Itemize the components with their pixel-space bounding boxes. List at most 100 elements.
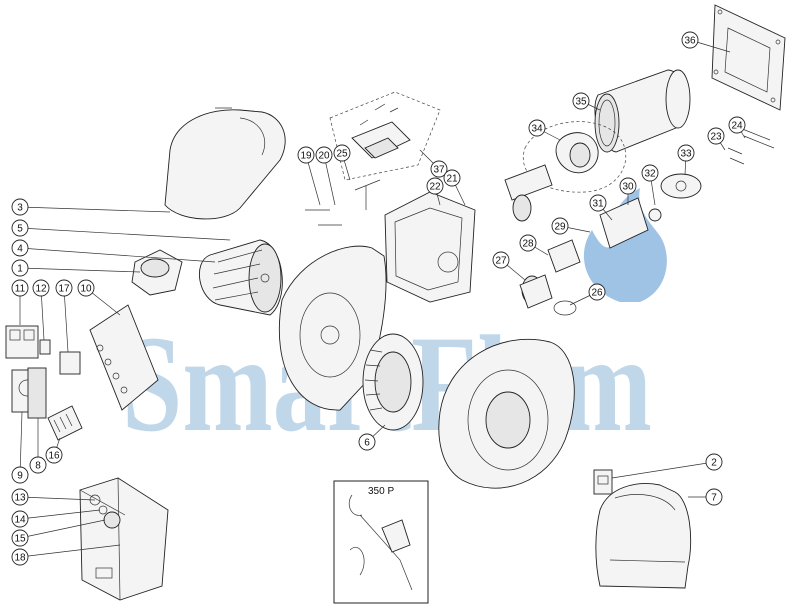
callout-leader-line bbox=[19, 509, 101, 520]
callout-leader-line bbox=[323, 154, 336, 206]
callout-leader-line bbox=[19, 267, 141, 273]
callout-number: 25 bbox=[336, 149, 348, 160]
air-intake-box bbox=[384, 191, 476, 303]
callout-number: 26 bbox=[591, 288, 603, 299]
callout-circle bbox=[430, 160, 448, 178]
callout-circle bbox=[588, 283, 606, 301]
gas-pipes-and-rods bbox=[305, 127, 775, 316]
callout-circle bbox=[29, 456, 47, 474]
callout-circle bbox=[681, 31, 699, 49]
callout-3: 3 bbox=[11, 198, 171, 216]
callout-number: 4 bbox=[17, 244, 23, 255]
callout-circle bbox=[519, 234, 537, 252]
callout-25: 25 bbox=[333, 144, 351, 181]
control-module bbox=[59, 351, 81, 375]
callout-32: 32 bbox=[641, 164, 659, 206]
blast-tube bbox=[594, 69, 691, 153]
callout-8: 8 bbox=[29, 418, 47, 474]
callout-circle bbox=[443, 169, 461, 187]
callout-22: 22 bbox=[426, 177, 444, 206]
callout-number: 6 bbox=[364, 438, 370, 449]
callout-5: 5 bbox=[11, 219, 231, 241]
callout-11: 11 bbox=[11, 279, 29, 325]
callout-circle bbox=[589, 194, 607, 212]
callout-number: 2 bbox=[711, 458, 717, 469]
callout-31: 31 bbox=[589, 194, 613, 221]
callout-number: 30 bbox=[622, 182, 634, 193]
callout-circle bbox=[77, 279, 95, 297]
rear-hood bbox=[595, 483, 692, 589]
callout-26: 26 bbox=[569, 283, 606, 306]
callout-17: 17 bbox=[55, 279, 73, 353]
callout-number: 21 bbox=[446, 174, 458, 185]
callout-33: 33 bbox=[677, 144, 695, 176]
control-board-group bbox=[329, 91, 441, 181]
callout-20: 20 bbox=[315, 146, 336, 206]
callout-6: 6 bbox=[358, 424, 386, 451]
callout-35: 35 bbox=[572, 92, 601, 111]
callout-circle bbox=[11, 529, 29, 547]
callout-4: 4 bbox=[11, 239, 216, 263]
callout-circle bbox=[728, 116, 746, 134]
callout-number: 1 bbox=[17, 264, 23, 275]
callout-number: 11 bbox=[15, 284, 26, 295]
callout-circle bbox=[11, 466, 29, 484]
callout-leader-line bbox=[19, 519, 106, 539]
callout-circle bbox=[619, 177, 637, 195]
callout-circle bbox=[32, 279, 50, 297]
callout-number: 17 bbox=[58, 284, 70, 295]
callout-21: 21 bbox=[443, 169, 466, 206]
callout-circle bbox=[705, 453, 723, 471]
callout-16: 16 bbox=[45, 437, 63, 464]
callout-leader-line bbox=[40, 287, 45, 341]
callout-leader-line bbox=[19, 411, 23, 476]
callout-28: 28 bbox=[519, 234, 549, 256]
callout-number: 3 bbox=[17, 203, 23, 214]
callout-circle bbox=[11, 488, 29, 506]
callout-circle bbox=[572, 92, 590, 110]
callout-circle bbox=[45, 446, 63, 464]
callout-circle bbox=[11, 259, 29, 277]
callout-27: 27 bbox=[492, 251, 526, 281]
callout-number: 24 bbox=[731, 121, 743, 132]
callout-leader-line bbox=[19, 206, 171, 213]
callout-circle bbox=[551, 217, 569, 235]
callout-19: 19 bbox=[297, 146, 321, 206]
callout-circle bbox=[11, 239, 29, 257]
callout-number: 33 bbox=[680, 149, 692, 160]
callout-circle bbox=[11, 279, 29, 297]
callout-10: 10 bbox=[77, 279, 121, 316]
callout-13: 13 bbox=[11, 488, 96, 506]
callout-37: 37 bbox=[419, 149, 448, 178]
callout-number: 32 bbox=[644, 169, 656, 180]
detail-inset-350p: 350 P bbox=[333, 480, 429, 604]
callout-14: 14 bbox=[11, 509, 101, 528]
fuse bbox=[39, 339, 51, 355]
callout-number: 5 bbox=[17, 224, 23, 235]
callout-circle bbox=[528, 119, 546, 137]
callout-number: 27 bbox=[495, 256, 507, 267]
pressure-switch bbox=[593, 469, 613, 495]
callout-circle bbox=[11, 548, 29, 566]
callout-2: 2 bbox=[611, 453, 723, 479]
callout-circle bbox=[492, 251, 510, 269]
callout-34: 34 bbox=[528, 119, 561, 141]
callout-24: 24 bbox=[728, 116, 746, 139]
callout-circle bbox=[707, 127, 725, 145]
callout-circle bbox=[677, 144, 695, 162]
flange-plate bbox=[711, 4, 786, 111]
callout-number: 31 bbox=[592, 199, 604, 210]
electrical-panel-plate bbox=[89, 304, 159, 411]
callout-number: 9 bbox=[17, 471, 23, 482]
callout-23: 23 bbox=[707, 127, 726, 151]
callout-1: 1 bbox=[11, 259, 141, 277]
motor-bracket bbox=[131, 249, 183, 296]
callout-leader-line bbox=[19, 496, 96, 501]
callout-number: 34 bbox=[531, 124, 543, 135]
fan-housing bbox=[278, 245, 387, 411]
flame-logo-icon bbox=[583, 188, 667, 302]
callout-number: 13 bbox=[14, 493, 26, 504]
callout-36: 36 bbox=[681, 31, 731, 53]
callout-leader-line bbox=[63, 287, 69, 353]
